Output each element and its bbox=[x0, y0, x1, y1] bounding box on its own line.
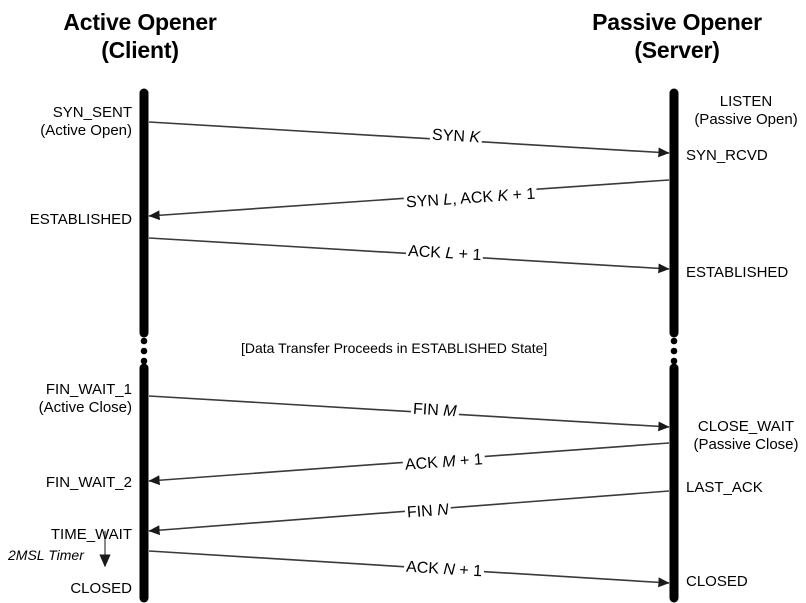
header-server-line2: (Server) bbox=[634, 37, 720, 63]
state-label: LISTEN bbox=[719, 93, 773, 110]
client-state-time-wait: TIME_WAIT bbox=[0, 526, 132, 544]
state-sublabel: (Active Open) bbox=[40, 122, 132, 139]
header-server-line1: Passive Opener bbox=[592, 9, 762, 35]
client-state-closed: CLOSED bbox=[0, 580, 132, 598]
server-state-syn-rcvd: SYN_RCVD bbox=[686, 147, 768, 165]
state-label: CLOSED bbox=[686, 573, 748, 590]
state-label: SYN_RCVD bbox=[686, 147, 768, 164]
server-state-established: ESTABLISHED bbox=[686, 264, 788, 282]
server-state-closed: CLOSED bbox=[686, 573, 748, 591]
lifeline-server bbox=[669, 88, 679, 603]
header-client: Active Opener (Client) bbox=[15, 8, 265, 64]
state-label: CLOSE_WAIT bbox=[697, 418, 795, 435]
header-server: Passive Opener (Server) bbox=[552, 8, 802, 64]
state-sublabel: (Passive Close) bbox=[693, 436, 799, 453]
message-arrow-fin-m bbox=[148, 395, 670, 432]
state-sublabel: (Active Close) bbox=[38, 399, 132, 416]
message-label-ack-n: ACK N + 1 bbox=[403, 558, 485, 582]
client-state-fin-wait-1: FIN_WAIT_1 (Active Close) bbox=[0, 381, 132, 417]
data-transfer-note: [Data Transfer Proceeds in ESTABLISHED S… bbox=[238, 340, 551, 356]
message-label-ack-m: ACK M + 1 bbox=[402, 451, 486, 475]
client-state-fin-wait-2: FIN_WAIT_2 bbox=[0, 474, 132, 492]
state-label: CLOSED bbox=[70, 580, 132, 597]
state-label: FIN_WAIT_1 bbox=[45, 381, 132, 398]
state-label: LAST_ACK bbox=[686, 479, 763, 496]
server-state-listen: LISTEN (Passive Open) bbox=[686, 93, 806, 129]
message-arrow-syn-k bbox=[148, 121, 670, 158]
client-state-syn-sent: SYN_SENT (Active Open) bbox=[0, 104, 132, 140]
lifeline-client bbox=[139, 88, 149, 603]
server-state-last-ack: LAST_ACK bbox=[686, 479, 763, 497]
client-state-established: ESTABLISHED bbox=[0, 211, 132, 229]
state-label: ESTABLISHED bbox=[686, 264, 789, 281]
state-label: ESTABLISHED bbox=[29, 211, 132, 228]
state-label: TIME_WAIT bbox=[50, 526, 132, 543]
header-client-line1: Active Opener bbox=[63, 9, 217, 35]
state-label: FIN_WAIT_2 bbox=[45, 474, 132, 491]
header-client-line2: (Client) bbox=[101, 37, 179, 63]
timeline-break-icon bbox=[140, 337, 148, 365]
message-label-fin-m: FIN M bbox=[410, 400, 460, 422]
message-label-ack-l: ACK L + 1 bbox=[405, 242, 484, 266]
server-state-close-wait: CLOSE_WAIT (Passive Close) bbox=[686, 418, 806, 454]
message-label-syn-l-ack-k: SYN L, ACK K + 1 bbox=[403, 185, 538, 213]
message-label-fin-n: FIN N bbox=[404, 501, 452, 523]
message-label-syn-k: SYN K bbox=[429, 126, 483, 148]
timeline-break-icon bbox=[670, 337, 678, 365]
state-label: SYN_SENT bbox=[52, 104, 132, 121]
state-sublabel: (Passive Open) bbox=[694, 111, 798, 128]
timer-label: 2MSL Timer bbox=[8, 547, 84, 563]
